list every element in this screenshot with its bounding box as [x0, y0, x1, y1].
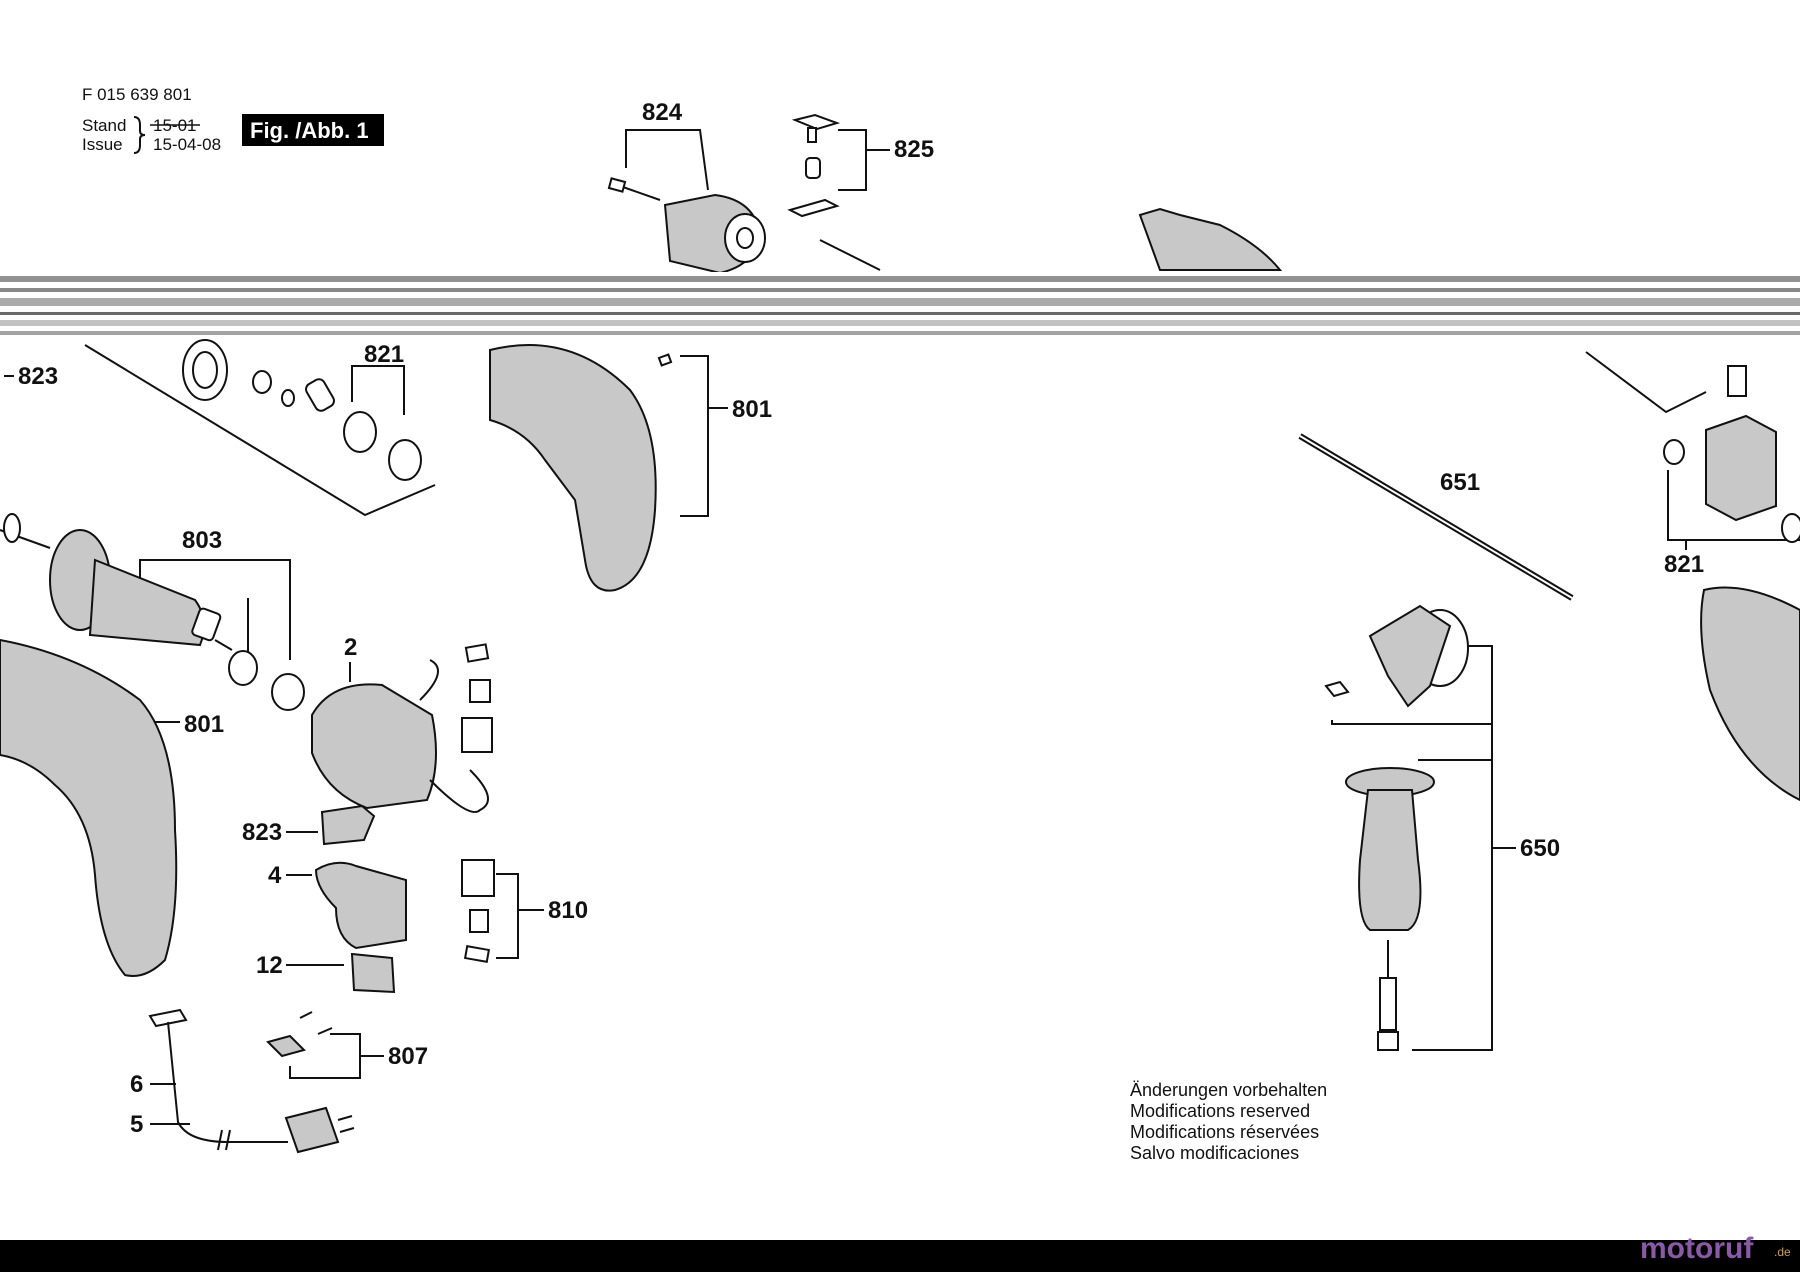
- housing-top-fragment: [1138, 207, 1283, 271]
- footer-bar: [0, 1240, 1800, 1272]
- bearing-821-b: [388, 439, 422, 481]
- leader-821-right: [1667, 470, 1800, 541]
- label-6: 6: [130, 1071, 143, 1098]
- armature-part: [0, 513, 233, 651]
- label-823-mid: 823: [242, 819, 282, 846]
- label-2: 2: [344, 634, 357, 661]
- label-801-top: 801: [732, 396, 772, 423]
- bearing-821-a: [343, 411, 377, 453]
- leader-810: [496, 873, 519, 959]
- drill-body-left: [0, 638, 178, 977]
- note-line-3: Modifications réservées: [1130, 1122, 1319, 1142]
- note-line-1: Änderungen vorbehalten: [1130, 1080, 1327, 1100]
- dashed-assembly-821: [84, 344, 436, 517]
- label-825: 825: [894, 136, 934, 163]
- brush-parts-lower: [461, 859, 495, 963]
- gear-part: [182, 339, 335, 412]
- fig-badge-bg: [242, 114, 384, 146]
- label-821-left: 821: [364, 341, 404, 368]
- brush-parts-upper: [461, 643, 493, 753]
- bearing-803-b: [271, 673, 305, 711]
- leader-650: [1412, 645, 1493, 1051]
- watermark: motoruf: [1640, 1232, 1754, 1265]
- chuck-part: [607, 177, 766, 275]
- label-651: 651: [1440, 469, 1480, 496]
- leader-801-top: [680, 355, 709, 517]
- issue-label: Issue: [82, 135, 123, 154]
- scan-noise-band: [0, 272, 1800, 340]
- label-821-right: 821: [1664, 551, 1704, 578]
- side-handle-part: [1324, 604, 1469, 1051]
- leader-821-left: [351, 365, 405, 415]
- label-4: 4: [268, 862, 282, 889]
- stand-label: Stand: [82, 116, 126, 135]
- stator-part: [311, 659, 489, 813]
- watermark-suffix: .de: [1774, 1245, 1791, 1259]
- depth-rod-651-inner: [1299, 435, 1573, 599]
- label-823-top: 823: [18, 363, 58, 390]
- label-5: 5: [130, 1111, 143, 1138]
- housing-half-top: [489, 344, 673, 592]
- cable-clamp-part: [266, 1011, 333, 1058]
- dashed-line-top: [819, 239, 881, 271]
- bearing-803-a: [228, 650, 258, 686]
- label-650: 650: [1520, 835, 1560, 862]
- label-12: 12: [256, 952, 283, 979]
- label-824: 824: [642, 99, 683, 126]
- leader-825: [838, 129, 867, 191]
- label-801-left: 801: [184, 711, 224, 738]
- label-803: 803: [182, 527, 222, 554]
- part-823-block: [320, 804, 376, 846]
- new-date: 15-04-08: [153, 135, 221, 154]
- date-brace: [133, 116, 146, 154]
- fig-badge: Fig. /Abb. 1: [250, 118, 369, 143]
- note-line-2: Modifications reserved: [1130, 1101, 1310, 1121]
- leader-807: [289, 1033, 361, 1079]
- leader-824: [625, 129, 709, 191]
- switch-part: [314, 861, 407, 950]
- part-12-block: [350, 952, 396, 994]
- leader-650-b: [1331, 720, 1492, 725]
- note-line-4: Salvo modificaciones: [1130, 1143, 1299, 1163]
- power-cable-part: [148, 1008, 355, 1154]
- label-807: 807: [388, 1043, 428, 1070]
- right-edge-parts: [1585, 351, 1800, 802]
- depth-stop-parts: [787, 113, 841, 218]
- doc-number: F 015 639 801: [82, 85, 192, 104]
- label-810: 810: [548, 897, 588, 924]
